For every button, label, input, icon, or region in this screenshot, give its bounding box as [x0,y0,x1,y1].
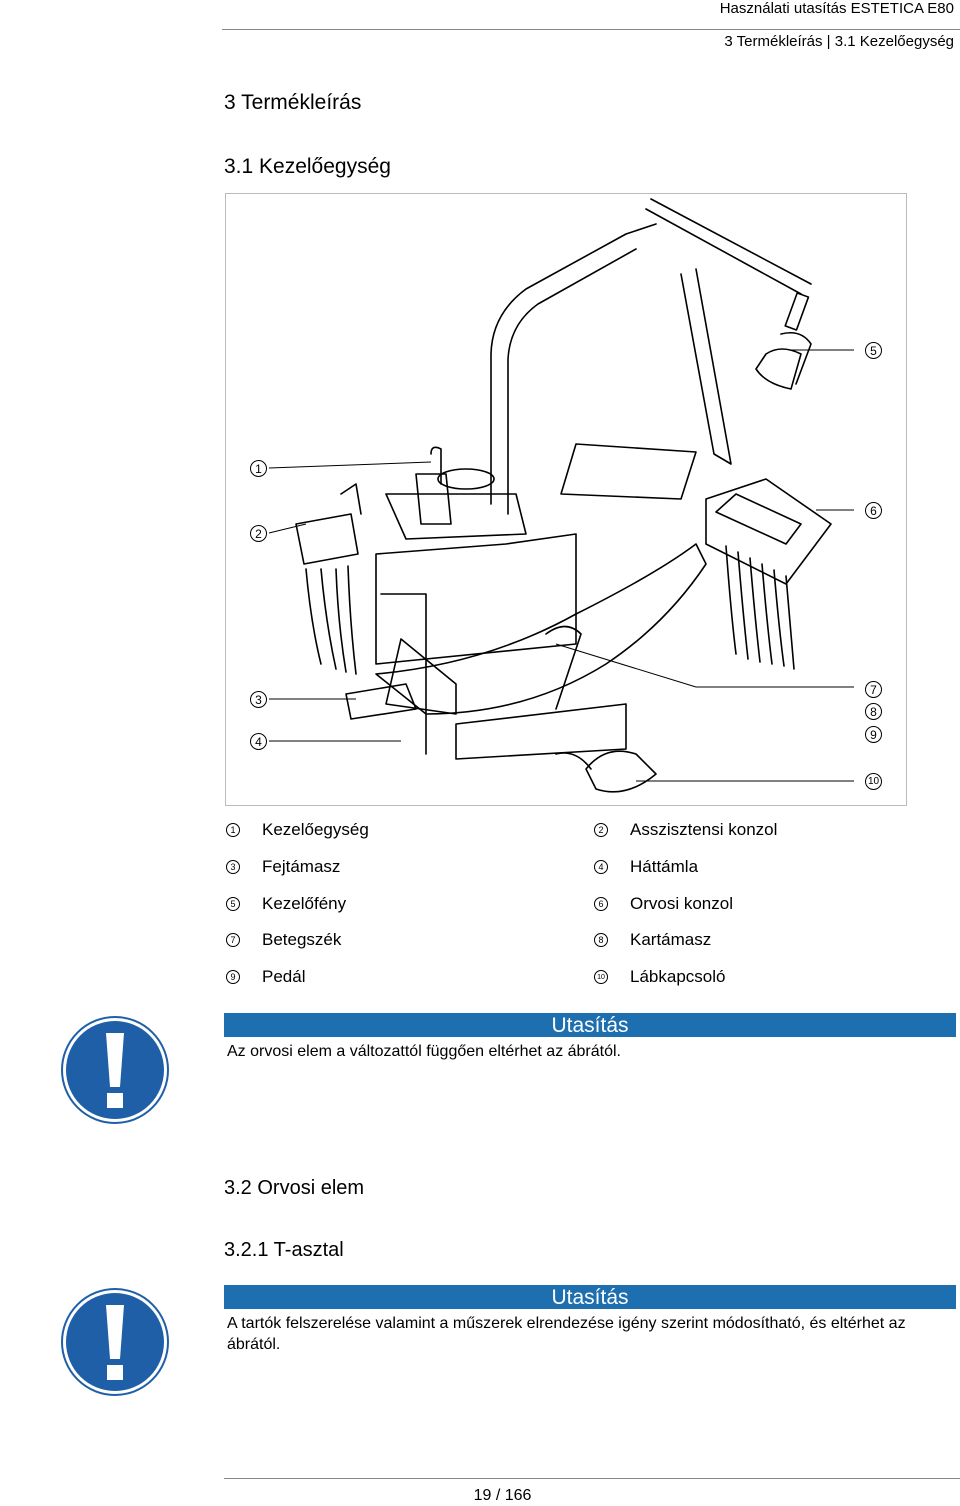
legend-number: 9 [226,970,240,984]
callout-3: 3 [250,691,267,708]
warning-icon [61,1016,169,1124]
legend-item: 10 Lábkapcsoló [594,967,725,987]
legend-number: 7 [226,933,240,947]
callout-8: 8 [865,703,882,720]
legend-label: Fejtámasz [262,857,341,876]
section-title-orvosi-elem: 3.2 Orvosi elem [224,1177,365,1199]
note-instruction: Utasítás Az orvosi elem a változattól fü… [224,1013,956,1062]
legend-item: 4 Háttámla [594,857,698,877]
legend-label: Betegszék [262,930,342,949]
legend-item: 9 Pedál [226,967,305,987]
legend-item: 7 Betegszék [226,930,341,950]
subsection-title-t-asztal: 3.2.1 T-asztal [224,1239,344,1261]
legend-label: Háttámla [630,857,699,876]
document-title: Használati utasítás ESTETICA E80 [719,0,954,17]
note-heading: Utasítás [224,1013,956,1037]
legend-number: 4 [594,860,608,874]
callout-1: 1 [250,460,267,477]
callout-7: 7 [865,681,882,698]
legend-item: 1 Kezelőegység [226,820,369,840]
callout-6: 6 [865,502,882,519]
legend-label: Kartámasz [630,930,712,949]
note-instruction-2: Utasítás A tartók felszerelése valamint … [224,1285,956,1355]
header-divider [222,29,960,30]
callout-9: 9 [865,726,882,743]
legend-label: Orvosi konzol [630,894,733,913]
legend-number: 8 [594,933,608,947]
legend-item: 5 Kezelőfény [226,894,346,914]
legend-label: Kezelőfény [262,894,347,913]
legend-item: 3 Fejtámasz [226,857,340,877]
legend-number: 10 [594,970,608,984]
callout-2: 2 [250,525,267,542]
legend-number: 2 [594,823,608,837]
note-text: A tartók felszerelése valamint a műszere… [227,1315,906,1353]
section-title: 3 Termékleírás [224,91,362,114]
legend-label: Kezelőegység [262,820,369,839]
warning-icon [61,1288,169,1396]
legend-item: 2 Asszisztensi konzol [594,820,777,840]
legend-item: 8 Kartámasz [594,930,711,950]
legend-label: Lábkapcsoló [630,967,726,986]
legend-label: Pedál [262,967,306,986]
page-number: 19 / 166 [473,1487,532,1504]
subsection-title: 3.1 Kezelőegység [224,155,391,178]
note-heading: Utasítás [224,1285,956,1309]
legend-label: Asszisztensi konzol [630,820,778,839]
footer-divider [224,1478,960,1479]
legend-number: 3 [226,860,240,874]
callout-10: 10 [865,773,882,790]
callout-5: 5 [865,342,882,359]
legend-number: 6 [594,897,608,911]
dental-unit-drawing [268,198,854,793]
legend-number: 5 [226,897,240,911]
dental-unit-figure: 1 2 3 4 5 6 7 8 9 10 [225,193,907,806]
breadcrumb: 3 Termékleírás | 3.1 Kezelőegység [724,33,954,50]
callout-4: 4 [250,733,267,750]
note-text: Az orvosi elem a változattól függően elt… [227,1043,621,1060]
legend-number: 1 [226,823,240,837]
legend-item: 6 Orvosi konzol [594,894,733,914]
